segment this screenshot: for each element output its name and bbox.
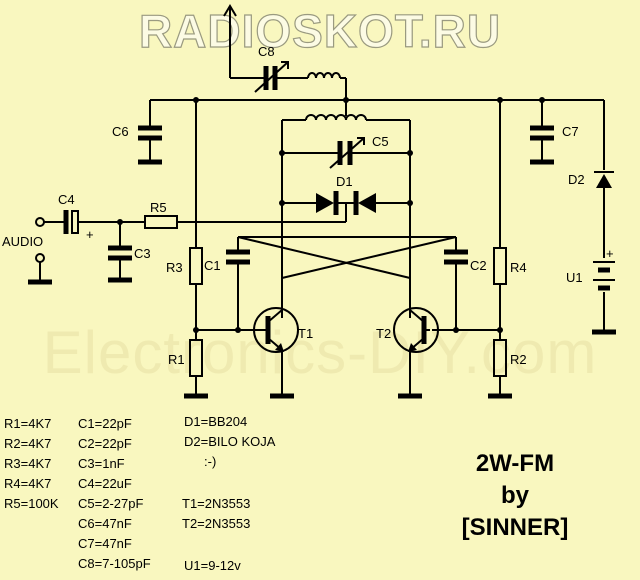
diode-d2	[594, 100, 614, 258]
label-c1: C1	[204, 258, 221, 273]
transistor-t1	[253, 278, 299, 399]
part-entry: R2=4K7	[4, 436, 52, 451]
tank-coil	[282, 100, 410, 121]
part-entry: U1=9-12v	[184, 558, 241, 573]
audio-input	[28, 217, 64, 285]
label-r3: R3	[166, 260, 183, 275]
site-watermark: Electronics-DIY.com	[42, 319, 598, 386]
parts-list-diodes: D1=BB204 D2=BILO KOJA :-)	[184, 412, 275, 472]
label-battery-plus: +	[606, 246, 614, 261]
parts-list-supply: U1=9-12v	[184, 556, 241, 576]
part-entry: C3=1nF	[78, 456, 125, 471]
label-c3: C3	[134, 246, 151, 261]
label-d2: D2	[568, 172, 585, 187]
part-entry: C1=22pF	[78, 416, 132, 431]
capacitor-c3	[108, 222, 132, 283]
label-c7: C7	[562, 124, 579, 139]
parts-list-transistors: T1=2N3553 T2=2N3553	[182, 494, 250, 534]
brand-watermark: RADIOSKOT.RU	[138, 4, 502, 57]
label-r2: R2	[510, 352, 527, 367]
resistor-r2	[493, 339, 507, 377]
part-entry: T2=2N3553	[182, 516, 251, 531]
part-entry: R3=4K7	[4, 456, 52, 471]
resistor-r4	[493, 247, 507, 285]
part-entry: D2=BILO KOJA	[184, 434, 276, 449]
capacitor-c4	[63, 210, 145, 234]
part-entry: T1=2N3553	[182, 496, 251, 511]
varicap-d1	[282, 191, 410, 215]
battery-u1	[592, 261, 616, 335]
label-audio: AUDIO	[2, 234, 43, 249]
capacitor-c1	[226, 249, 262, 331]
capacitor-c8	[230, 61, 308, 93]
label-c6: C6	[112, 124, 129, 139]
parts-list-capacitors: C1=22pF C2=22pF C3=1nF C4=22uF C5=2-27pF…	[78, 414, 151, 574]
resistor-r1	[189, 339, 203, 377]
parts-list-resistors: R1=4K7 R2=4K7 R3=4K7 R4=4K7 R5=100K	[4, 414, 59, 514]
part-entry: R1=4K7	[4, 416, 52, 431]
capacitor-c5	[282, 137, 410, 169]
capacitor-c6	[138, 100, 162, 165]
label-c2: C2	[470, 258, 487, 273]
label-r1: R1	[168, 352, 185, 367]
part-entry: R5=100K	[4, 496, 59, 511]
part-entry: D1=BB204	[184, 414, 248, 429]
part-entry: :-)	[204, 454, 217, 469]
label-c5: C5	[372, 134, 389, 149]
resistor-r3	[189, 247, 203, 285]
part-entry: C8=7-105pF	[78, 556, 151, 571]
label-c4: C4	[58, 192, 75, 207]
label-c4-plus: +	[86, 227, 94, 242]
label-d1: D1	[336, 174, 353, 189]
label-r5: R5	[150, 200, 167, 215]
resistor-r5	[144, 203, 347, 229]
part-entry: C4=22uF	[78, 476, 132, 491]
antenna-symbol	[223, 4, 237, 78]
capacitor-c2	[432, 249, 468, 331]
circuit-title: 2W-FM by [SINNER]	[410, 448, 620, 544]
part-entry: C5=2-27pF	[78, 496, 144, 511]
part-entry: C6=47nF	[78, 516, 132, 531]
label-t1: T1	[298, 326, 313, 341]
label-t2: T2	[376, 326, 391, 341]
part-entry: C2=22pF	[78, 436, 132, 451]
label-u1: U1	[566, 270, 583, 285]
part-entry: R4=4K7	[4, 476, 52, 491]
title-line: 2W-FM	[475, 450, 555, 477]
capacitor-c7	[530, 100, 554, 165]
title-line: by	[500, 482, 529, 509]
cross-coupling	[237, 236, 457, 279]
title-line: [SINNER]	[461, 514, 569, 541]
label-r4: R4	[510, 260, 527, 275]
antenna-coil	[307, 72, 347, 100]
part-entry: C7=47nF	[78, 536, 132, 551]
label-c8: C8	[258, 44, 275, 59]
transistor-t2	[393, 278, 439, 399]
